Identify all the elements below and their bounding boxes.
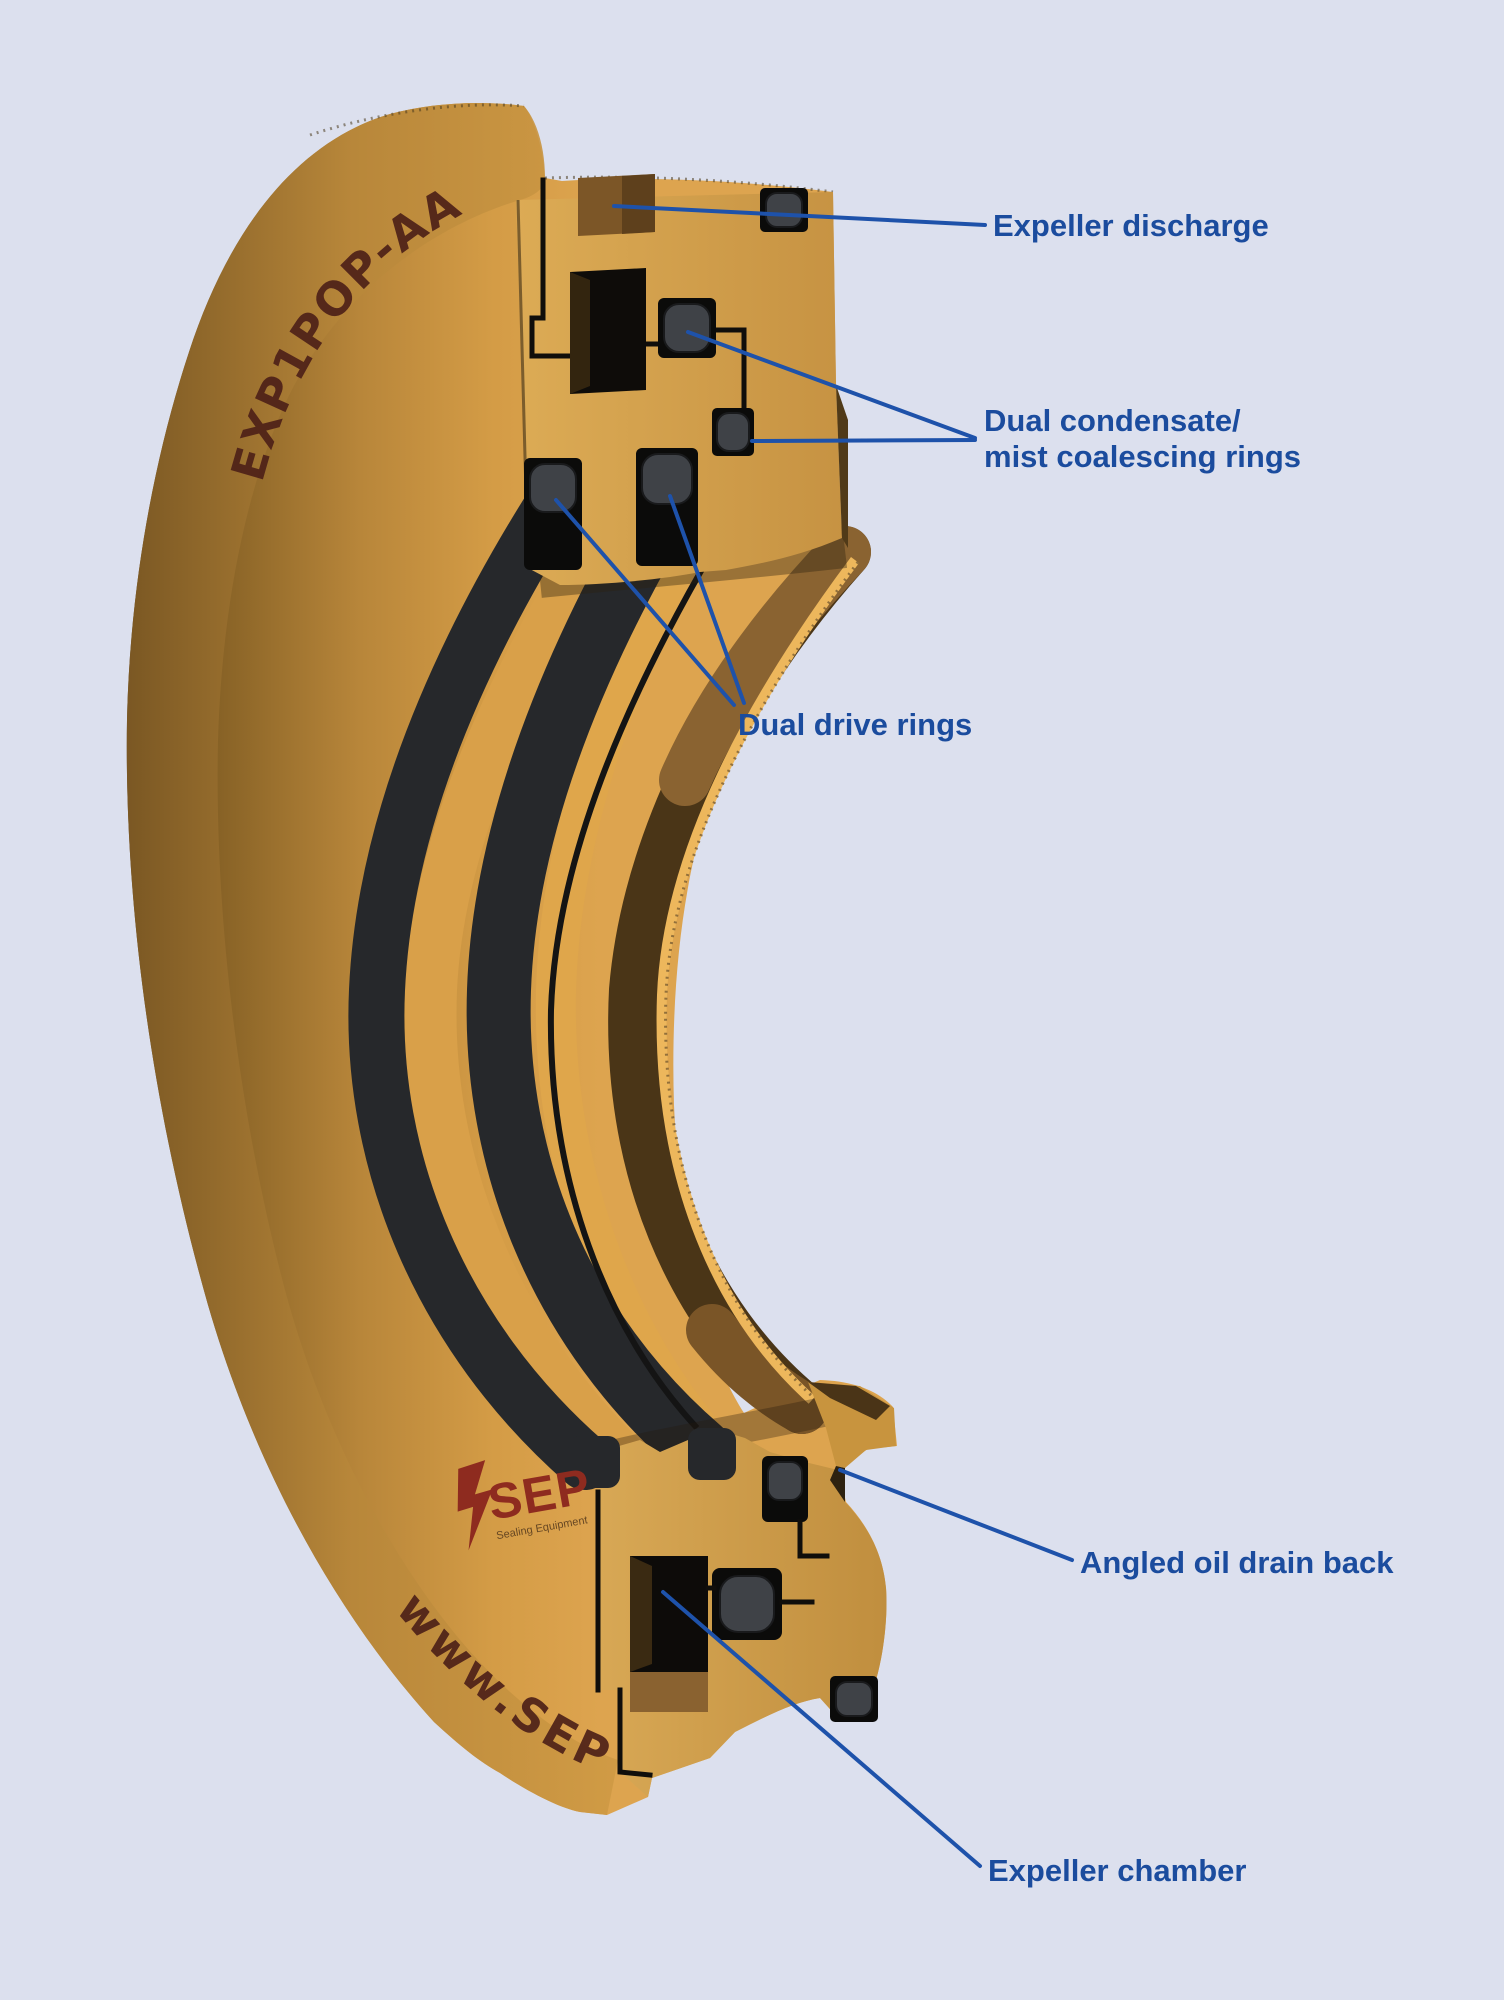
label-dual-condensate-line2: mist coalescing rings: [984, 439, 1301, 474]
top-cavity-lit-wall: [570, 272, 590, 394]
outer-rim-band: [126, 102, 618, 1815]
chamber-under-shadow: [630, 1672, 708, 1712]
gold-band-outer: [404, 494, 644, 1481]
expeller-chamber-lit-wall: [630, 1556, 652, 1672]
seal-ring-arc-1: [348, 477, 613, 1490]
knurl-top-face-edge: [544, 175, 834, 194]
inner-bore-band-lit-bottom: [686, 1304, 828, 1434]
annotation-dual-drive-rings: Dual drive rings: [554, 494, 972, 742]
annotations: Expeller discharge Dual condensate/ mist…: [554, 204, 1394, 1888]
annotation-dual-condensate: Dual condensate/ mist coalescing rings: [686, 330, 1301, 474]
oring-condensate-1: [663, 303, 711, 353]
drive-ring-lug-1: [568, 1436, 620, 1488]
label-dual-condensate-line1: Dual condensate/: [984, 403, 1241, 438]
oring-drive-1: [529, 463, 577, 513]
top-cross-section: [516, 174, 848, 585]
drain-channel-vertical: [797, 1519, 830, 1559]
leader-expeller-discharge: [612, 204, 987, 227]
seal-ring-arc-2: [466, 468, 732, 1482]
oring-bottom-right: [835, 1681, 873, 1717]
oring-condensate-2: [716, 412, 750, 452]
oring-drive-2: [641, 453, 693, 505]
drive-ring-lug-2: [688, 1428, 736, 1480]
knurl-top-outer-edge: [309, 103, 525, 137]
inner-bore-band-lit-top: [659, 526, 871, 806]
label-dual-drive-rings: Dual drive rings: [738, 707, 972, 742]
labyrinth-channel-right: [713, 327, 747, 411]
label-angled-oil-drain: Angled oil drain back: [1080, 1545, 1394, 1580]
label-expeller-chamber: Expeller chamber: [988, 1853, 1246, 1888]
annotation-expeller-discharge: Expeller discharge: [612, 204, 1269, 243]
oring-top-right: [765, 192, 803, 228]
label-expeller-discharge: Expeller discharge: [993, 208, 1269, 243]
leader-dual-condensate-2: [750, 438, 977, 443]
sep-logo-flash-icon: [457, 1460, 493, 1551]
oring-drain: [767, 1461, 803, 1501]
angled-drain-notch: [830, 1466, 845, 1502]
leader-dual-condensate-1: [686, 330, 977, 440]
expeller-discharge-slot-shade: [622, 174, 655, 234]
bottom-cross-section: [568, 1382, 896, 1797]
leader-angled-oil-drain: [838, 1468, 1074, 1562]
drain-flange-top-shadow: [808, 1382, 890, 1420]
annotation-expeller-chamber: Expeller chamber: [661, 1590, 1246, 1888]
gold-band-inner: [535, 500, 720, 1450]
leader-dual-drive-2: [668, 494, 746, 705]
bottom-face-lower-step: [617, 1687, 653, 1778]
inner-shadow-wedge: [836, 385, 848, 548]
oring-chamber: [719, 1575, 775, 1633]
leader-expeller-chamber: [661, 1590, 982, 1868]
annotation-angled-oil-drain: Angled oil drain back: [838, 1468, 1394, 1580]
leader-dual-drive-1: [554, 498, 736, 707]
inner-edge-highlight: [656, 557, 860, 1404]
labyrinth-channel-left: [529, 177, 573, 359]
seal-groove-line: [547, 543, 719, 1431]
